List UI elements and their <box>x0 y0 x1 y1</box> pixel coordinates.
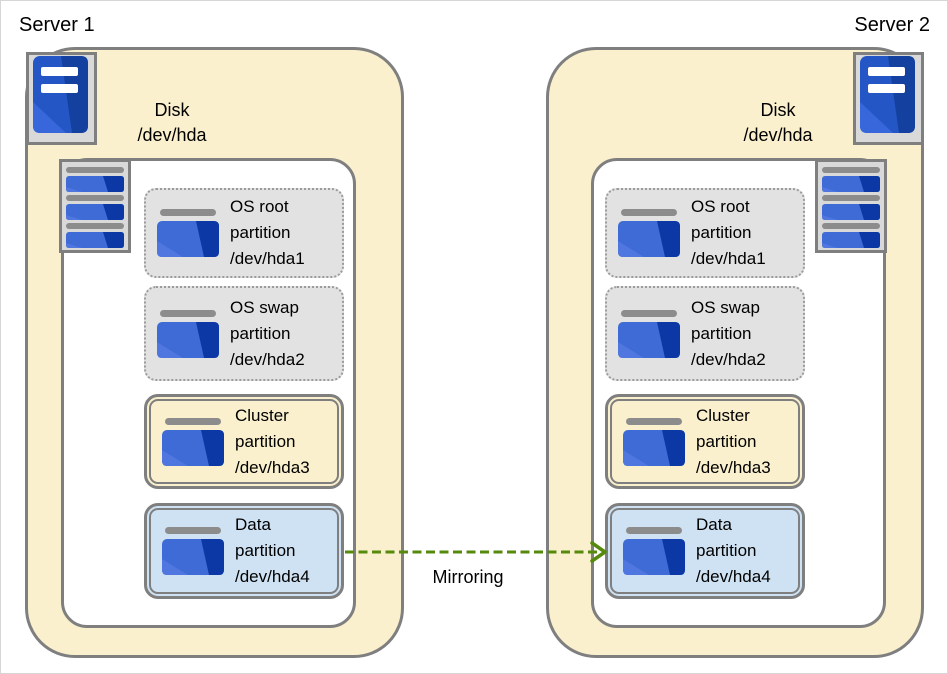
partition-label-line: partition <box>230 223 291 242</box>
disk-partition-icon <box>618 310 680 358</box>
partition-label-line: /dev/hda4 <box>696 567 771 586</box>
disk-partition-icon <box>157 310 219 358</box>
partition-label-line: partition <box>696 431 757 451</box>
server1-partition-data: Data partition /dev/hda4 <box>144 503 344 599</box>
mirroring-arrow <box>345 541 607 563</box>
partition-label-line: /dev/hda4 <box>235 567 310 586</box>
partition-label-line: OS root <box>691 197 750 216</box>
partition-label-line: partition <box>235 541 296 560</box>
partition-label-line: /dev/hda1 <box>691 249 766 268</box>
partition-label-line: Cluster <box>235 405 289 425</box>
partition-label: OS swap partition /dev/hda2 <box>691 295 766 373</box>
partition-label-line: OS swap <box>230 297 299 317</box>
disk-partition-icon <box>618 209 680 257</box>
partition-label-line: OS swap <box>691 297 760 317</box>
partition-label-line: /dev/hda2 <box>691 349 766 369</box>
partition-label: Data partition /dev/hda4 <box>235 512 310 590</box>
partition-label: Cluster partition /dev/hda3 <box>696 403 771 481</box>
server1-partition-os-root: OS root partition /dev/hda1 <box>144 188 344 278</box>
partition-label: OS root partition /dev/hda1 <box>230 194 305 272</box>
partition-label: OS swap partition /dev/hda2 <box>230 295 305 373</box>
disk-partition-icon <box>623 418 685 466</box>
partition-label-line: partition <box>691 323 752 343</box>
partition-inner-frame: Data partition /dev/hda4 <box>610 508 800 594</box>
disk-partition-icon <box>162 418 224 466</box>
server2-title: Server 2 <box>854 14 930 36</box>
partition-label-line: partition <box>230 323 291 343</box>
server-tower-icon <box>26 52 97 145</box>
disk-label-line1: Disk <box>154 100 190 120</box>
server1-title: Server 1 <box>19 14 95 36</box>
server2-partition-data: Data partition /dev/hda4 <box>605 503 805 599</box>
partition-label-line: partition <box>691 223 752 242</box>
partition-label-line: OS root <box>230 197 289 216</box>
disk-label-line2: /dev/hda <box>137 125 207 145</box>
partition-label-line: Cluster <box>696 405 750 425</box>
partition-inner-frame: Data partition /dev/hda4 <box>149 508 339 594</box>
disk-stack-icon <box>59 159 131 253</box>
disk-partition-icon <box>623 527 685 575</box>
server2-partition-os-root: OS root partition /dev/hda1 <box>605 188 805 278</box>
partition-label-line: partition <box>696 541 757 560</box>
partition-label-line: Data <box>235 515 271 534</box>
server2-partition-cluster: Cluster partition /dev/hda3 <box>605 394 805 489</box>
server2-disk-label: Disk /dev/hda <box>698 98 858 148</box>
server1-disk-label: Disk /dev/hda <box>92 98 252 148</box>
server-tower-icon <box>853 52 924 145</box>
server1-partition-cluster: Cluster partition /dev/hda3 <box>144 394 344 489</box>
partition-label-line: partition <box>235 431 296 451</box>
partition-label: Cluster partition /dev/hda3 <box>235 403 310 481</box>
server1-partition-os-swap: OS swap partition /dev/hda2 <box>144 286 344 381</box>
disk-label-line2: /dev/hda <box>743 125 813 145</box>
disk-label-line1: Disk <box>760 100 796 120</box>
disk-partition-icon <box>157 209 219 257</box>
partition-inner-frame: Cluster partition /dev/hda3 <box>610 399 800 484</box>
partition-label-line: /dev/hda1 <box>230 249 305 268</box>
partition-label: OS root partition /dev/hda1 <box>691 194 766 272</box>
server2-partition-os-swap: OS swap partition /dev/hda2 <box>605 286 805 381</box>
disk-stack-icon <box>815 159 887 253</box>
partition-label-line: Data <box>696 515 732 534</box>
disk-partition-icon <box>162 527 224 575</box>
partition-label: Data partition /dev/hda4 <box>696 512 771 590</box>
partition-label-line: /dev/hda3 <box>696 457 771 477</box>
mirroring-label: Mirroring <box>432 567 504 587</box>
partition-inner-frame: Cluster partition /dev/hda3 <box>149 399 339 484</box>
partition-label-line: /dev/hda2 <box>230 349 305 369</box>
partition-label-line: /dev/hda3 <box>235 457 310 477</box>
